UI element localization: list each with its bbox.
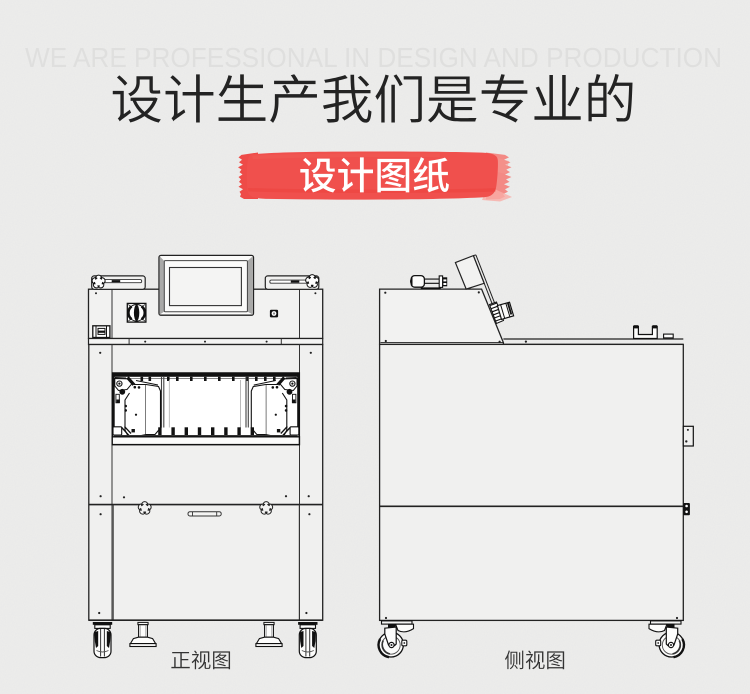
svg-text:WE ARE PROFESSIONAL IN DESIGN: WE ARE PROFESSIONAL IN DESIGN AND PRODUC… — [25, 42, 722, 73]
